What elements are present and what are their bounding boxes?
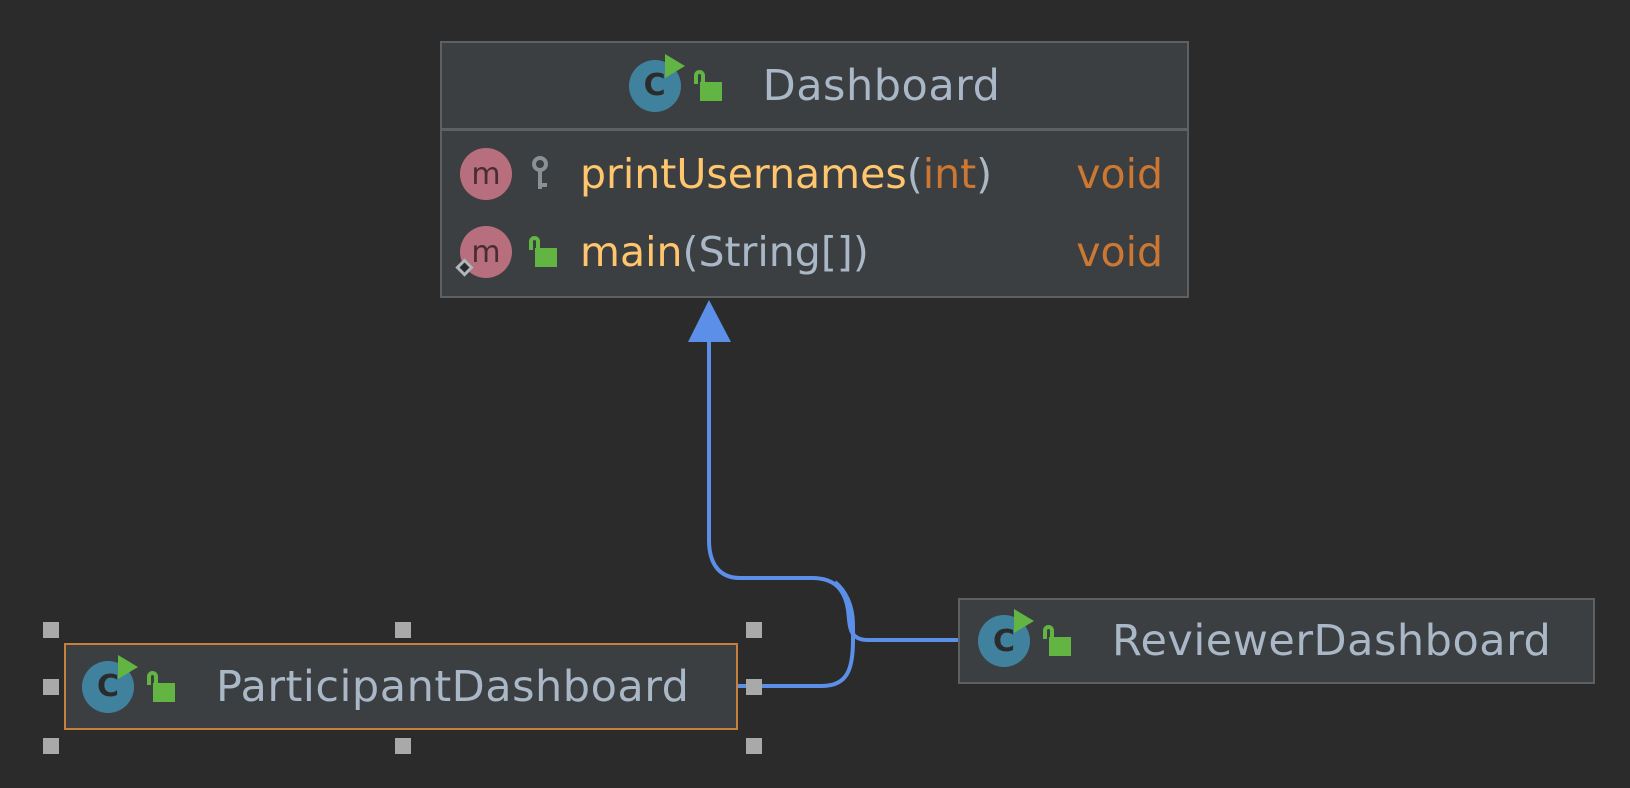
method-param-type: int [922,150,977,198]
method-param-type: String[] [698,228,853,276]
inheritance-arrowhead [688,300,731,342]
selection-handle-bottom-right[interactable] [746,738,762,754]
lock-open-icon [528,236,558,268]
class-icon: C [628,53,685,112]
selection-handle-top-left[interactable] [43,622,59,638]
class-header-participantdashboard[interactable]: C ParticipantDashboard [66,645,736,728]
lock-open-icon [146,670,176,703]
class-name: Dashboard [762,60,1001,111]
paren-close: ) [852,228,869,276]
class-node-dashboard[interactable]: C Dashboard m printUsernames(int) void m… [440,41,1189,298]
paren-open: ( [682,228,699,276]
class-name: ReviewerDashboard [1112,616,1552,666]
method-name: main [580,228,683,276]
method-name: printUsernames [580,150,907,198]
selection-handle-middle-right[interactable] [746,679,762,695]
selection-handle-middle-left[interactable] [43,679,59,695]
selection-handle-bottom-center[interactable] [395,738,411,754]
method-row-printusernames[interactable]: m printUsernames(int) void [442,135,1187,213]
selection-handle-bottom-left[interactable] [43,738,59,754]
class-icon: C [82,654,138,713]
method-row-main[interactable]: m main(String[]) void [442,213,1187,291]
edge-reviewer-to-dashboard[interactable] [707,338,958,642]
method-icon: m [460,148,512,200]
class-icon: C [978,609,1034,667]
class-node-participantdashboard[interactable]: C ParticipantDashboard [64,643,738,730]
class-header-dashboard[interactable]: C Dashboard [442,43,1187,131]
selection-handle-top-right[interactable] [746,622,762,638]
lock-open-icon [693,69,723,102]
paren-close: ) [976,150,993,198]
key-icon [528,156,558,192]
class-node-reviewerdashboard[interactable]: C ReviewerDashboard [958,598,1595,684]
selection-handle-top-center[interactable] [395,622,411,638]
class-name: ParticipantDashboard [216,661,690,712]
lock-open-icon [1042,625,1072,657]
method-return-type: void [1076,150,1163,198]
paren-open: ( [906,150,923,198]
method-return-type: void [1076,228,1163,276]
class-header-reviewerdashboard[interactable]: C ReviewerDashboard [960,600,1593,682]
